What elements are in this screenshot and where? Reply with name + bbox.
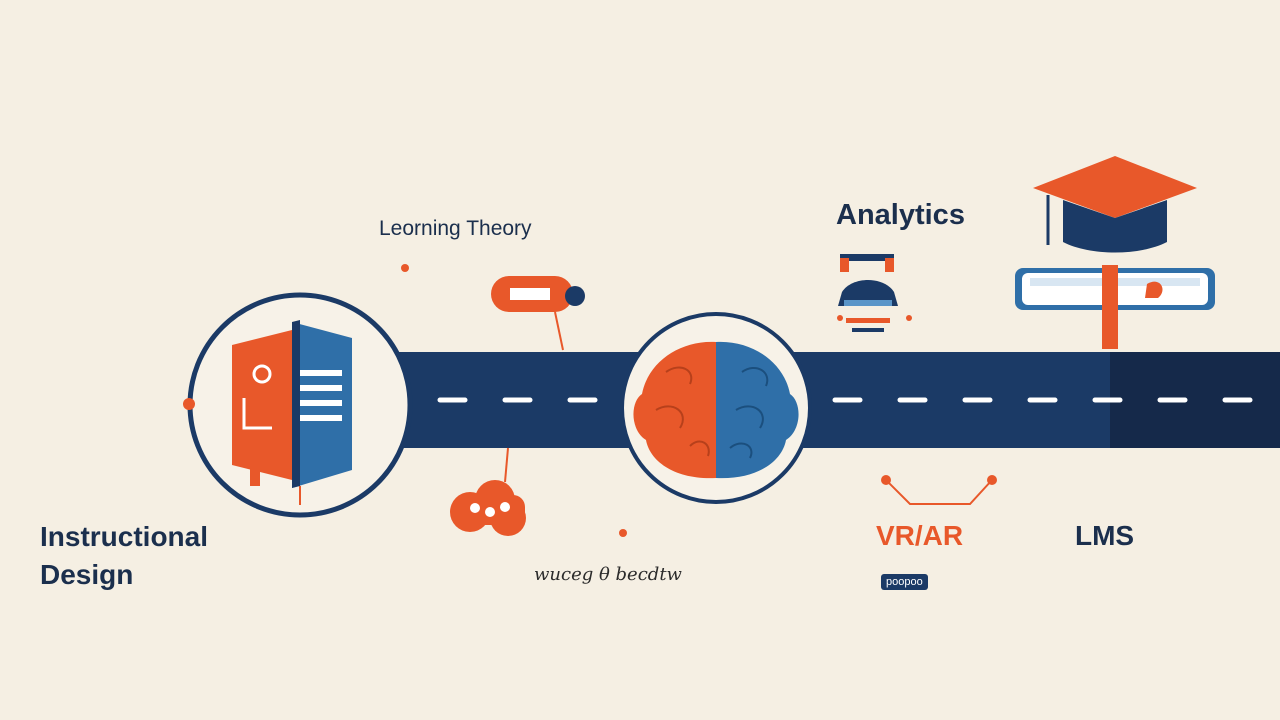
vr-headset-icon	[837, 254, 912, 332]
brain-icon	[633, 341, 799, 479]
vr-ar-connector	[881, 475, 997, 505]
instructional-label-line1: Instructional	[40, 521, 209, 552]
vr-ar-badge: poopoo	[881, 574, 928, 590]
brain-node	[620, 312, 812, 504]
book-node	[183, 292, 413, 518]
cloud-bubble-icon	[450, 447, 627, 537]
diploma-scroll-icon	[1015, 265, 1215, 349]
road	[360, 352, 1280, 448]
brain-caption: wuceg θ becdtw	[534, 564, 682, 585]
instructional-design-label: Instructional Design	[40, 518, 208, 594]
instructional-label-line2: Design	[40, 559, 134, 590]
lms-label: LMS	[1075, 520, 1135, 551]
learning-theory-label: Leorning Theory	[379, 217, 532, 240]
vr-ar-label: VR/AR	[876, 520, 964, 551]
graduation-cap-icon	[1033, 156, 1197, 253]
book-icon	[232, 320, 352, 488]
analytics-label: Analytics	[836, 199, 965, 231]
chat-bubble-icon	[401, 264, 585, 351]
